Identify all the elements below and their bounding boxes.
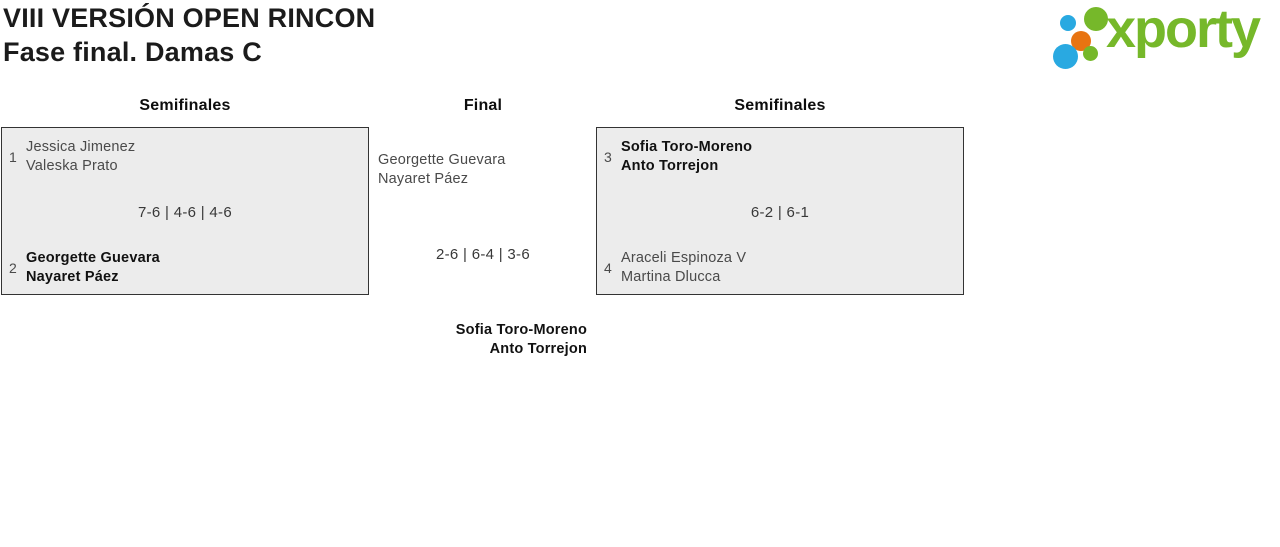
logo-brand-text: xporty <box>1106 0 1261 59</box>
player-name: Jessica Jimenez <box>26 139 136 155</box>
logo-dot-blue-big-icon <box>1053 44 1078 69</box>
xporty-logo: xporty <box>1045 0 1280 75</box>
team-names: Jessica Jimenez Valeska Prato <box>26 138 135 176</box>
player-name: Nayaret Páez <box>26 269 119 285</box>
match-box-semifinal-left: 1 Jessica Jimenez Valeska Prato 7-6 | 4-… <box>1 127 369 295</box>
team-row: 4 Araceli Espinoza V Martina Dlucca <box>604 249 955 287</box>
player-name: Valeska Prato <box>26 158 118 174</box>
seed-number: 1 <box>9 149 17 165</box>
logo-dot-green-big-icon <box>1084 7 1108 31</box>
team-names: Georgette Guevara Nayaret Páez <box>26 249 160 287</box>
round-header-semifinals-left: Semifinales <box>139 97 231 114</box>
team-row: 1 Jessica Jimenez Valeska Prato <box>9 138 360 176</box>
round-header-semifinals-right: Semifinales <box>734 97 826 114</box>
player-name: Araceli Espinoza V <box>621 250 747 266</box>
team-row-winner: 3 Sofia Toro-Moreno Anto Torrejon <box>604 138 955 176</box>
player-name: Anto Torrejon <box>489 341 587 357</box>
logo-dot-blue-small-icon <box>1060 15 1076 31</box>
match-score: 7-6 | 4-6 | 4-6 <box>137 204 232 221</box>
player-name: Georgette Guevara <box>26 250 160 266</box>
team-row-winner: 2 Georgette Guevara Nayaret Páez <box>9 249 360 287</box>
player-name: Martina Dlucca <box>621 269 721 285</box>
player-name: Anto Torrejon <box>621 158 719 174</box>
match-score: 6-2 | 6-1 <box>750 204 810 221</box>
seed-number: 4 <box>604 260 612 276</box>
final-winner-team: Sofia Toro-Moreno Anto Torrejon <box>378 321 587 359</box>
player-name: Sofia Toro-Moreno <box>455 322 587 338</box>
page-title: VIII VERSIÓN OPEN RINCON <box>3 3 376 33</box>
round-header-final: Final <box>463 97 503 114</box>
seed-number: 3 <box>604 149 612 165</box>
player-name: Nayaret Páez <box>378 171 469 187</box>
team-names: Sofia Toro-Moreno Anto Torrejon <box>621 138 752 176</box>
seed-number: 2 <box>9 260 17 276</box>
page-subtitle: Fase final. Damas C <box>3 37 262 67</box>
final-team-top: Georgette Guevara Nayaret Páez <box>378 151 506 189</box>
final-match-score: 2-6 | 6-4 | 3-6 <box>435 246 530 263</box>
logo-dot-green-small-icon <box>1083 46 1098 61</box>
team-names: Araceli Espinoza V Martina Dlucca <box>621 249 746 287</box>
player-name: Georgette Guevara <box>378 152 506 168</box>
player-name: Sofia Toro-Moreno <box>621 139 753 155</box>
match-box-semifinal-right: 3 Sofia Toro-Moreno Anto Torrejon 6-2 | … <box>596 127 964 295</box>
